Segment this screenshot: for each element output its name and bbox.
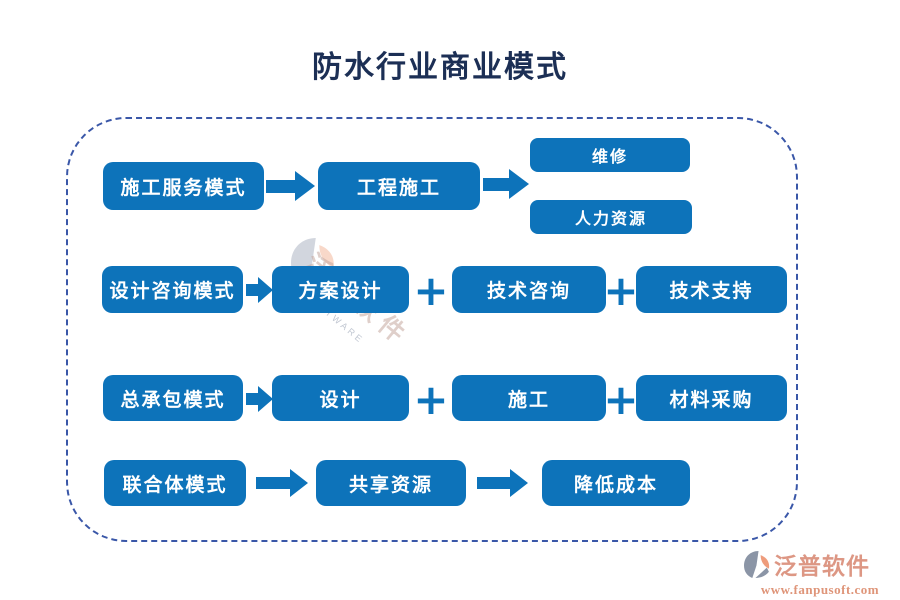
node-design: 设计 [272, 375, 409, 421]
node-construction-service-mode: 施工服务模式 [103, 162, 264, 210]
arrow-right-icon [477, 469, 528, 497]
node-technical-support: 技术支持 [636, 266, 787, 313]
node-maintenance: 维修 [530, 138, 690, 172]
diagram-frame [66, 117, 798, 542]
node-cost-reduction: 降低成本 [542, 460, 690, 506]
arrow-right-icon [483, 169, 529, 199]
brand-name: 泛普软件 [774, 553, 870, 579]
arrow-right-icon [246, 276, 273, 303]
node-design-consulting-mode: 设计咨询模式 [102, 266, 243, 313]
plus-icon: + [413, 375, 449, 424]
brand-url: www.fanpusoft.com [760, 582, 880, 597]
node-scheme-design: 方案设计 [272, 266, 409, 313]
node-construction: 施工 [452, 375, 606, 421]
node-human-resources: 人力资源 [530, 200, 692, 234]
node-engineering-construction: 工程施工 [318, 162, 480, 210]
brand-footer: 泛普软件 www.fanpusoft.com [744, 547, 896, 598]
arrow-right-icon [256, 469, 308, 497]
arrow-right-icon [246, 385, 273, 412]
page-title: 防水行业商业模式 [312, 51, 568, 84]
node-shared-resources: 共享资源 [316, 460, 466, 506]
node-material-procurement: 材料采购 [636, 375, 787, 421]
arrow-right-icon [266, 171, 315, 201]
plus-icon: + [413, 266, 449, 315]
node-consortium-mode: 联合体模式 [104, 460, 246, 506]
fanpu-logo-icon [744, 550, 770, 578]
node-technical-consulting: 技术咨询 [452, 266, 606, 313]
plus-icon: + [603, 375, 639, 424]
node-general-contracting-mode: 总承包模式 [103, 375, 243, 421]
plus-icon: + [603, 266, 639, 315]
